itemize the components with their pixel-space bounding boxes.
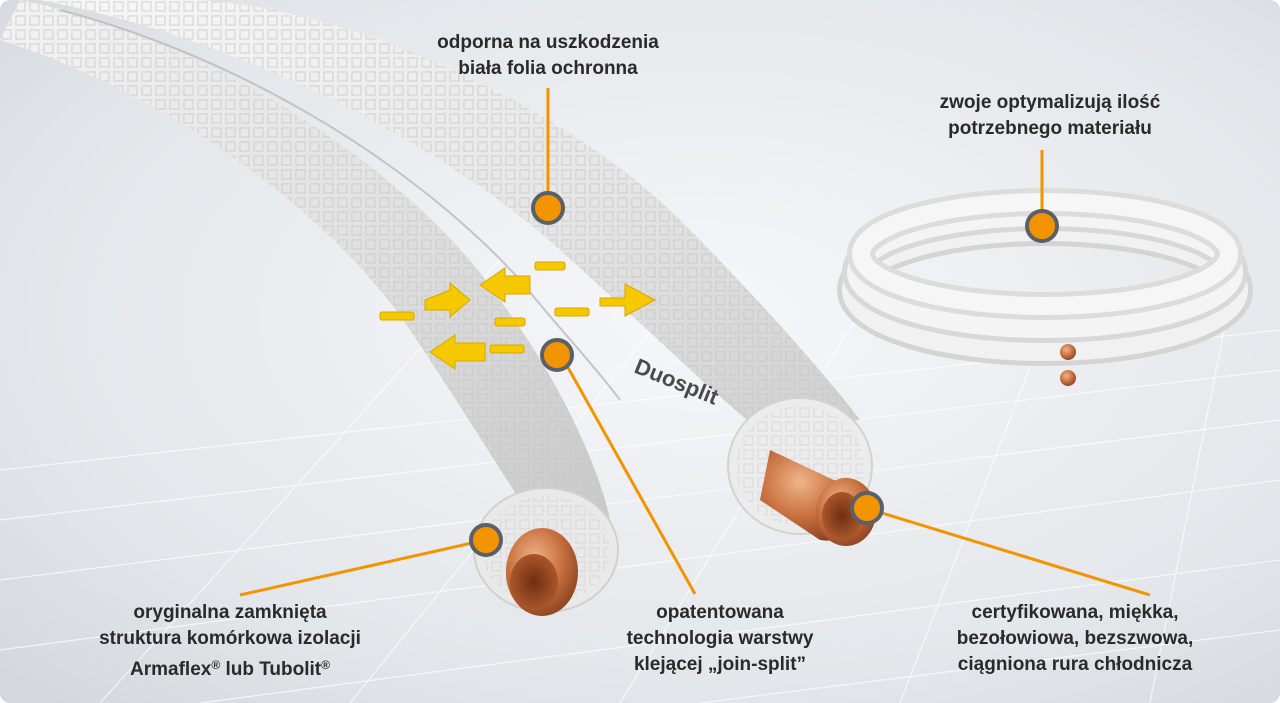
callout-protective-foil: odporna na uszkodzenia biała folia ochro… xyxy=(368,30,728,82)
callout-coil-line1: zwoje optymalizują ilość xyxy=(939,92,1161,113)
registered-mark-2: ® xyxy=(321,658,330,672)
marker-protective-foil xyxy=(531,191,565,225)
callout-copper-pipe-line1: certyfikowana, miękka, xyxy=(971,602,1179,623)
coil-copper-end-1 xyxy=(1060,344,1076,360)
callout-join-split: opatentowana technologia warstwy klejące… xyxy=(560,600,880,678)
marker-coil xyxy=(1025,209,1059,243)
join-split-arrows xyxy=(379,261,657,370)
callout-copper-pipe-line3: ciągniona rura chłodnicza xyxy=(957,654,1193,675)
callout-join-split-line2: technologia warstwy xyxy=(626,628,814,649)
marker-join-split xyxy=(540,338,574,372)
callout-cell-structure-line3: Armaflex® lub Tubolit® xyxy=(40,652,420,683)
callout-coil-line2: potrzebnego materiału xyxy=(948,118,1152,139)
registered-mark-1: ® xyxy=(211,658,221,672)
callout-protective-foil-line1: odporna na uszkodzenia xyxy=(437,32,659,53)
marker-copper-pipe xyxy=(850,491,884,525)
callout-cell-structure-line2: struktura komórkowa izolacji xyxy=(99,628,361,649)
callout-copper-pipe-line2: bezołowiowa, bezszwowa, xyxy=(956,628,1194,649)
brand-tubolit: lub Tubolit xyxy=(220,659,322,680)
brand-armaflex: Armaflex xyxy=(130,659,212,680)
callout-join-split-line3: klejącej „join-split” xyxy=(633,654,807,675)
leader-lines xyxy=(239,88,1151,597)
coil-copper-end-2 xyxy=(1060,370,1076,386)
callout-markers xyxy=(469,191,1059,557)
callout-cell-structure: oryginalna zamknięta struktura komórkowa… xyxy=(40,600,420,683)
callout-protective-foil-line2: biała folia ochronna xyxy=(458,58,638,79)
callout-cell-structure-line1: oryginalna zamknięta xyxy=(133,602,327,623)
callout-join-split-line1: opatentowana xyxy=(656,602,784,623)
callout-coil: zwoje optymalizują ilość potrzebnego mat… xyxy=(870,90,1230,142)
marker-cell-structure xyxy=(469,523,503,557)
callout-copper-pipe: certyfikowana, miękka, bezołowiowa, bezs… xyxy=(905,600,1245,678)
